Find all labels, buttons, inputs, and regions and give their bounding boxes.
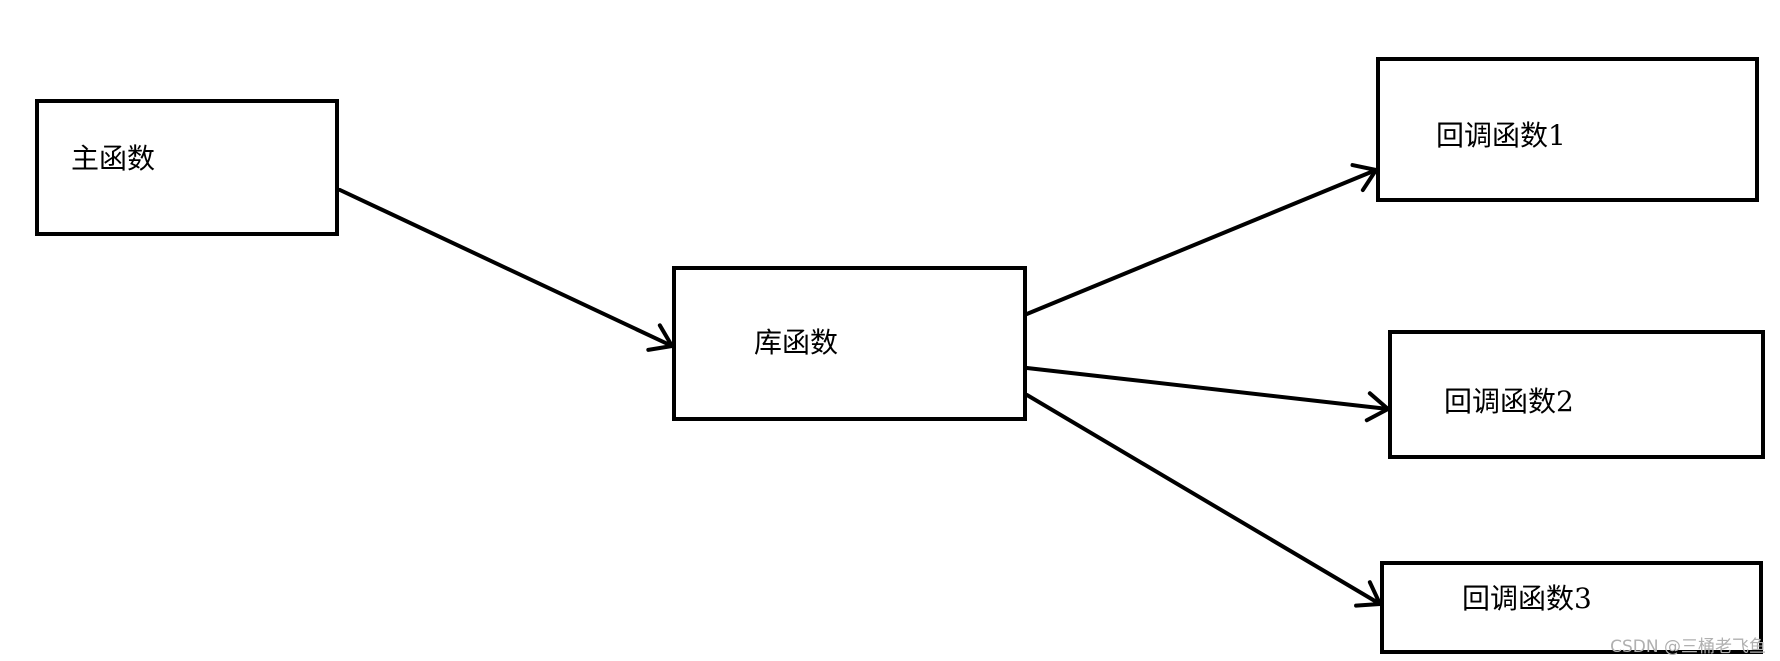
- edges-layer: [338, 163, 1390, 608]
- edge-lib-to-cb1: [1020, 163, 1378, 318]
- node-callback-1: 回调函数1: [1376, 57, 1759, 202]
- edge-main-to-lib: [338, 188, 674, 352]
- edge-lib-to-cb2: [1025, 366, 1390, 423]
- node-library-function-label: 库函数: [754, 326, 839, 359]
- node-main-function: 主函数: [35, 99, 339, 236]
- node-callback-2: 回调函数2: [1388, 330, 1765, 459]
- arrow-line: [1025, 393, 1382, 606]
- edge-lib-to-cb3: [1025, 393, 1382, 608]
- node-callback-3-label: 回调函数3: [1462, 582, 1592, 615]
- node-callback-2-label: 回调函数2: [1444, 385, 1574, 418]
- node-main-function-label: 主函数: [71, 142, 156, 175]
- watermark: CSDN @三桶老飞鱼: [1610, 637, 1766, 657]
- node-library-function: 库函数: [672, 266, 1027, 421]
- node-callback-1-label: 回调函数1: [1436, 119, 1566, 152]
- arrow-line: [1025, 366, 1390, 411]
- node-callback-3: 回调函数3: [1380, 561, 1763, 654]
- arrow-line: [338, 188, 674, 348]
- arrow-line: [1020, 168, 1378, 318]
